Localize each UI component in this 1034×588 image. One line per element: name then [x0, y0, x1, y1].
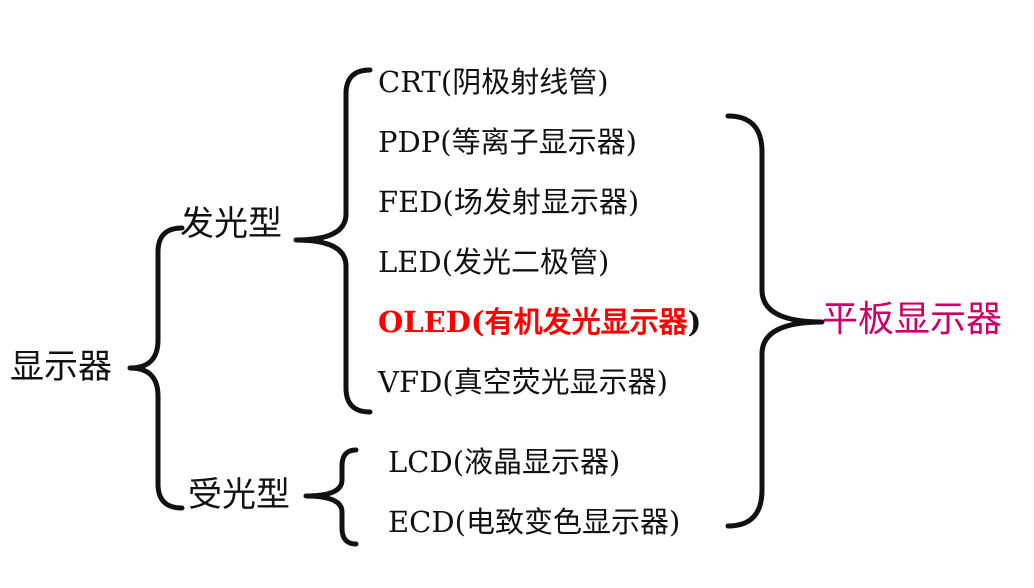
item-name: 发光二极管 [453, 245, 599, 279]
item-name: 液晶显示器 [464, 445, 610, 479]
list-item: VFD(真空荧光显示器) [378, 365, 668, 399]
item-name: 等离子显示器 [451, 125, 626, 159]
item-name: 场发射显示器 [453, 185, 628, 219]
root-label: 显示器 [10, 347, 112, 387]
item-code: OLED [378, 305, 471, 339]
item-code: LED [378, 245, 442, 279]
item-name: 电致变色显示器 [465, 505, 669, 539]
item-code: LCD [388, 445, 453, 479]
list-item: CRT(阴极射线管) [378, 65, 609, 99]
list-item-highlighted: OLED(有机发光显示器) [378, 305, 702, 339]
item-name: 有机发光显示器 [484, 305, 688, 339]
non-emissive-brace [303, 447, 359, 547]
flat-panel-brace [725, 113, 825, 529]
list-item: PDP(等离子显示器) [378, 125, 637, 159]
group-label-non-emissive: 受光型 [188, 475, 290, 515]
item-code: FED [378, 185, 443, 219]
item-code: CRT [378, 65, 441, 99]
emissive-brace [293, 67, 373, 415]
list-item: ECD(电致变色显示器) [388, 505, 681, 539]
root-brace [127, 225, 185, 511]
item-code: PDP [378, 125, 441, 159]
list-item: LCD(液晶显示器) [388, 445, 621, 479]
item-code: VFD [378, 365, 443, 399]
flat-panel-label: 平板显示器 [822, 299, 1003, 340]
list-item: FED(场发射显示器) [378, 185, 640, 219]
item-name: 真空荧光显示器 [453, 365, 657, 399]
item-code: ECD [388, 505, 455, 539]
list-item: LED(发光二极管) [378, 245, 610, 279]
group-label-emissive: 发光型 [180, 204, 282, 244]
item-name: 阴极射线管 [452, 65, 598, 99]
